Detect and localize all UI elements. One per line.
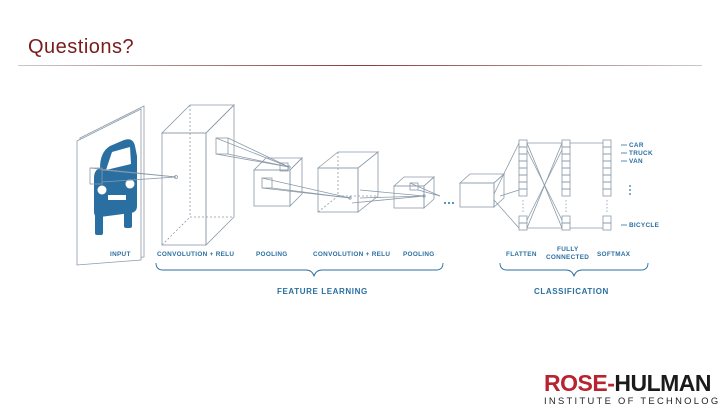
label-conv2: CONVOLUTION + RELU	[313, 251, 390, 258]
label-feature-learning: FEATURE LEARNING	[277, 287, 368, 296]
softmax-cell	[602, 181, 612, 190]
softmax-cell	[602, 188, 612, 197]
softmax-cell	[602, 174, 612, 183]
label-fully-connected-1: FULLY	[557, 246, 579, 253]
conv2-block	[316, 151, 380, 213]
rose-hulman-logo: ROSE-HULMAN INSTITUTE OF TECHNOLOGY	[544, 372, 720, 406]
slide-title: Questions?	[28, 36, 135, 58]
flatten-cell	[518, 146, 528, 155]
ellipsis-dots	[444, 202, 454, 204]
fully-connected-cell	[561, 181, 571, 190]
softmax-cell	[602, 167, 612, 176]
label-input: INPUT	[110, 251, 131, 258]
conv1-block	[161, 104, 235, 246]
pool1-block	[253, 157, 303, 207]
flatten-cell	[518, 215, 528, 224]
flatten-cell	[518, 222, 528, 231]
class-label-truck: TRUCK	[629, 150, 653, 157]
fully-connected-cell	[561, 167, 571, 176]
fully-connected-cell	[561, 215, 571, 224]
feature-learning-bracket	[155, 262, 444, 278]
softmax-cell	[602, 146, 612, 155]
softmax-cell	[602, 139, 612, 148]
label-fully-connected-2: CONNECTED	[546, 254, 589, 261]
logo-wordmark: ROSE-HULMAN	[544, 370, 720, 396]
class-label-bicycle: BICYCLE	[629, 222, 660, 229]
flatten-cell	[518, 188, 528, 197]
logo-hyphen: -	[607, 370, 615, 396]
softmax-cell	[602, 215, 612, 224]
flatten-cell	[518, 181, 528, 190]
pool2-block	[392, 176, 436, 209]
title-divider	[18, 65, 702, 66]
label-classification: CLASSIFICATION	[534, 287, 609, 296]
fully-connected-cell	[561, 188, 571, 197]
label-softmax: SOFTMAX	[597, 251, 631, 258]
class-label-car: CAR	[629, 142, 644, 149]
label-flatten: FLATTEN	[506, 251, 537, 258]
flatten-cell	[518, 139, 528, 148]
fully-connected-cell	[561, 146, 571, 155]
fully-connected-cell	[561, 160, 571, 169]
fully-connected-cell	[561, 153, 571, 162]
flatten-cell	[518, 174, 528, 183]
classification-bracket	[499, 262, 649, 278]
label-pool1: POOLING	[256, 251, 288, 258]
softmax-cell	[602, 222, 612, 231]
flatten-cell	[518, 160, 528, 169]
softmax-cell	[602, 153, 612, 162]
label-pool2: POOLING	[403, 251, 435, 258]
fully-connected-cell	[561, 222, 571, 231]
feature-maps	[458, 173, 506, 208]
fully-connected-cell	[561, 174, 571, 183]
class-label-van: VAN	[629, 158, 643, 165]
logo-subtitle: INSTITUTE OF TECHNOLOGY	[544, 395, 720, 406]
logo-word-rose: ROSE	[544, 370, 608, 396]
flatten-cell	[518, 153, 528, 162]
softmax-cell	[602, 160, 612, 169]
fully-connected-cell	[561, 139, 571, 148]
logo-word-hulman: HULMAN	[614, 370, 712, 396]
connection-line	[526, 149, 563, 221]
flatten-cell	[518, 167, 528, 176]
label-conv1: CONVOLUTION + RELU	[157, 251, 234, 258]
